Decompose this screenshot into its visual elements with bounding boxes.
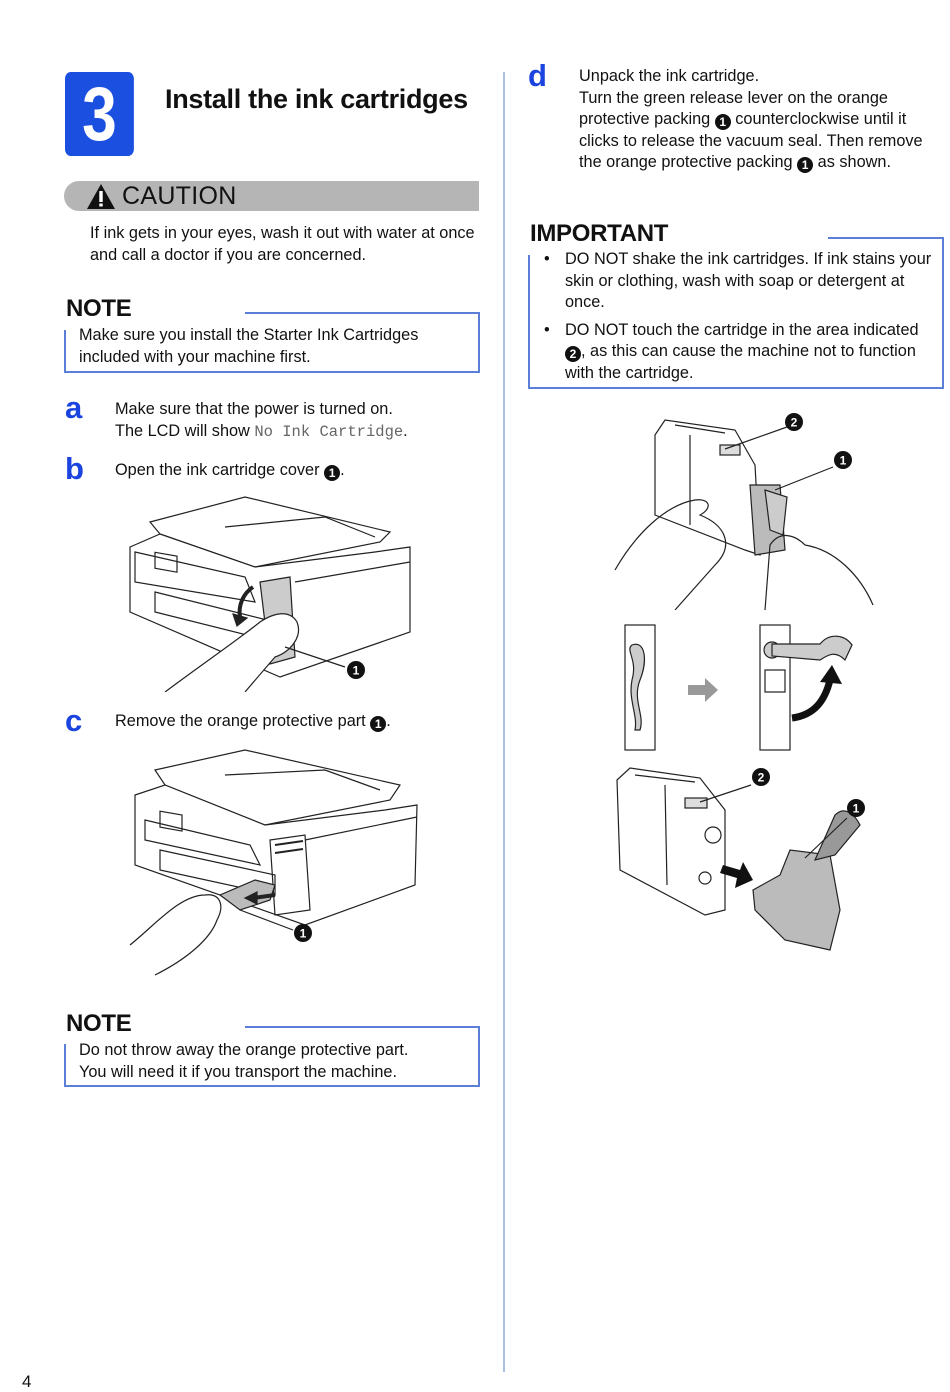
arrow-right-icon [720,862,753,888]
printer-remove-part-illustration: 1 [129,749,418,976]
caution-banner: CAUTION [64,181,479,211]
callout-1-icon [847,799,865,817]
note-line-1: Do not throw away the orange protective … [79,1041,409,1059]
step-c-text: Remove the orange protective part 1. [115,711,485,733]
important-item: DO NOT touch the cartridge in the area i… [530,320,935,385]
callout-2-label: 2 [758,771,765,785]
step-a-line2-suffix: . [403,421,408,440]
callout-1-icon [834,451,852,469]
lcd-message: No Ink Cartridge [254,422,404,441]
important-frame-top [828,237,944,239]
section-title: Install the ink cartridges [165,84,468,114]
step-d-text: Unpack the ink cartridge. Turn the green… [579,66,941,174]
printer-open-cover-illustration: 1 [129,496,411,692]
important-heading: IMPORTANT [530,220,669,247]
note-line-2: You will need it if you transport the ma… [79,1062,397,1081]
note-frame-right [478,312,480,373]
callout-1-icon: 1 [797,157,814,173]
step-letter-b: b [65,451,84,486]
step-letter-d: d [528,58,547,93]
page-number: 4 [22,1372,32,1391]
important-list: DO NOT shake the ink cartridges. If ink … [530,249,935,390]
callout-2-label: 2 [791,416,798,430]
note-frame-right [478,1026,480,1087]
step-d-paragraph: Turn the green release lever on the oran… [579,88,941,174]
step-d-part3: as shown. [813,153,891,171]
important-item: DO NOT shake the ink cartridges. If ink … [530,249,935,314]
step-d-part2: counterclockwise until it clicks to rele… [579,110,923,171]
important-item-text: DO NOT shake the ink cartridges. If ink … [565,250,932,311]
column-divider [503,72,505,1372]
note-frame-bottom [64,1085,480,1087]
step-a-line1: Make sure that the power is turned on. [115,400,393,418]
callout-1-label: 1 [840,454,847,468]
warning-triangle-icon [87,184,115,209]
step-a-line2-prefix: The LCD will show [115,421,255,440]
note-heading: NOTE [66,295,132,322]
note-frame-bottom [64,371,480,373]
important-frame-left [528,255,530,389]
arrow-right-icon [688,678,718,702]
note-frame-top [245,312,480,314]
callout-1-icon: 1 [370,716,387,732]
lever-rotation-illustration [624,624,853,751]
step-b-text-before: Open the ink cartridge cover [115,461,325,479]
step-d-line1: Unpack the ink cartridge. [579,67,760,85]
important-item-text-after: , as this can cause the machine not to f… [565,342,916,382]
callout-1-label: 1 [853,802,860,816]
caution-text: If ink gets in your eyes, wash it out wi… [90,224,475,264]
callout-2-icon: 2 [565,346,581,362]
step-b-text-after: . [340,461,345,479]
note-text: Do not throw away the orange protective … [79,1040,474,1083]
step-letter-c: c [65,703,83,738]
note-frame-left [64,1044,66,1087]
callout-1-icon [294,924,312,942]
rotate-arrow-icon [791,679,834,722]
note-frame-left [64,330,66,373]
step-c-text-after: . [386,712,391,730]
important-frame-right [942,237,944,389]
step-c-text-before: Remove the orange protective part [115,712,371,730]
step-d-part1: Turn the green release lever on the oran… [579,88,888,129]
cartridge-separate-illustration: 2 1 [616,767,865,951]
step-letter-a: a [65,390,83,425]
important-frame-bottom [528,387,944,389]
callout-1-icon: 1 [324,465,341,481]
callout-1-icon [347,661,365,679]
important-item-text-before: DO NOT touch the cartridge in the area i… [565,320,919,339]
callout-1-icon: 1 [714,114,731,130]
step-number-badge: 3 [65,72,134,157]
callout-1-label: 1 [353,664,360,678]
note-frame-top [245,1026,480,1028]
caution-label: CAUTION [122,181,237,210]
step-a-text: Make sure that the power is turned on. T… [115,399,485,443]
note-text: Make sure you install the Starter Ink Ca… [79,326,419,366]
note-heading: NOTE [66,1010,132,1037]
callout-2-icon [785,413,803,431]
cartridge-hold-illustration: 2 1 [614,413,874,610]
callout-1-label: 1 [300,927,307,941]
callout-2-icon [752,768,770,786]
step-a-line2: The LCD will show No Ink Cartridge. [115,421,485,444]
step-b-text: Open the ink cartridge cover 1. [115,460,485,482]
